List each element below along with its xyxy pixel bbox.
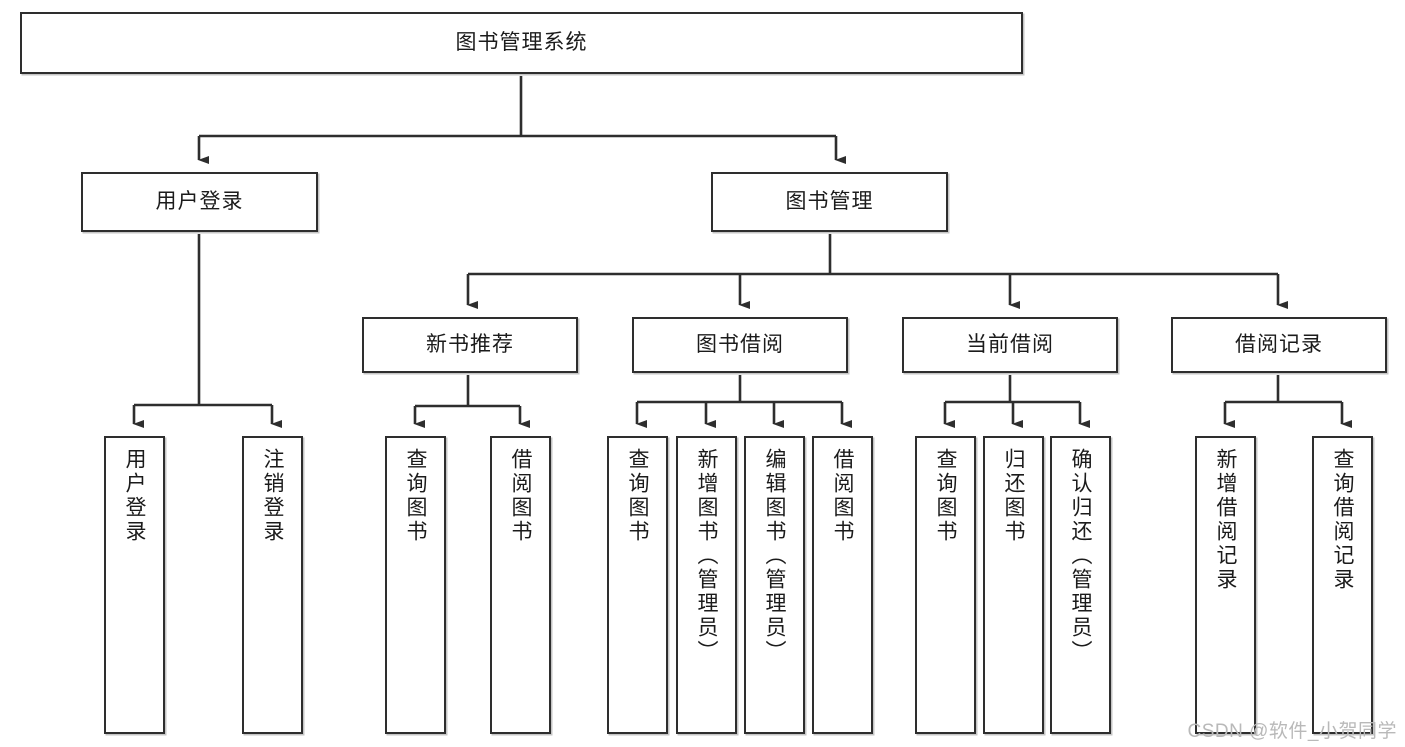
node-new-book-rec[interactable]: 新书推荐 [362,317,578,373]
node-leaf-add-record[interactable]: 新增借阅记录 [1195,436,1256,734]
node-leaf-edit-book-label: 编辑图书（管理员） [763,448,786,664]
node-leaf-add-book-label: 新增图书（管理员） [695,448,718,664]
node-book-manage-label: 图书管理 [785,189,874,213]
node-current-borrow[interactable]: 当前借阅 [902,317,1118,373]
node-leaf-query-record[interactable]: 查询借阅记录 [1312,436,1373,734]
node-leaf-borrow-book-2-label: 借阅图书 [831,448,854,544]
node-leaf-user-logout[interactable]: 注销登录 [242,436,303,734]
node-leaf-user-login-label: 用户登录 [123,448,146,544]
csdn-watermark: CSDN @软件_小贺同学 [1187,721,1397,742]
node-leaf-confirm-return-label: 确认归还（管理员） [1069,448,1092,664]
node-leaf-borrow-book-1-label: 借阅图书 [509,448,532,544]
node-book-manage[interactable]: 图书管理 [711,172,948,232]
node-root[interactable]: 图书管理系统 [20,12,1023,74]
node-current-borrow-label: 当前借阅 [966,332,1054,356]
node-leaf-user-logout-label: 注销登录 [261,448,284,544]
node-new-book-rec-label: 新书推荐 [426,332,514,356]
node-leaf-confirm-return[interactable]: 确认归还（管理员） [1050,436,1111,734]
node-leaf-borrow-book-2[interactable]: 借阅图书 [812,436,873,734]
node-leaf-query-book-1-label: 查询图书 [404,448,427,544]
node-user-login[interactable]: 用户登录 [81,172,318,232]
node-leaf-return-book-label: 归还图书 [1002,448,1025,544]
node-leaf-add-record-label: 新增借阅记录 [1214,448,1237,592]
node-leaf-user-login[interactable]: 用户登录 [104,436,165,734]
node-borrow-record-label: 借阅记录 [1235,332,1323,356]
node-leaf-query-book-1[interactable]: 查询图书 [385,436,446,734]
node-leaf-query-book-3[interactable]: 查询图书 [915,436,976,734]
node-root-label: 图书管理系统 [455,30,588,54]
node-user-login-label: 用户登录 [155,189,244,213]
node-leaf-query-book-3-label: 查询图书 [934,448,957,544]
node-book-borrow-label: 图书借阅 [696,332,784,356]
node-borrow-record[interactable]: 借阅记录 [1171,317,1387,373]
node-book-borrow[interactable]: 图书借阅 [632,317,848,373]
node-leaf-query-book-2[interactable]: 查询图书 [607,436,668,734]
node-leaf-return-book[interactable]: 归还图书 [983,436,1044,734]
node-leaf-edit-book[interactable]: 编辑图书（管理员） [744,436,805,734]
node-leaf-add-book[interactable]: 新增图书（管理员） [676,436,737,734]
node-leaf-borrow-book-1[interactable]: 借阅图书 [490,436,551,734]
node-leaf-query-book-2-label: 查询图书 [626,448,649,544]
node-leaf-query-record-label: 查询借阅记录 [1331,448,1354,592]
